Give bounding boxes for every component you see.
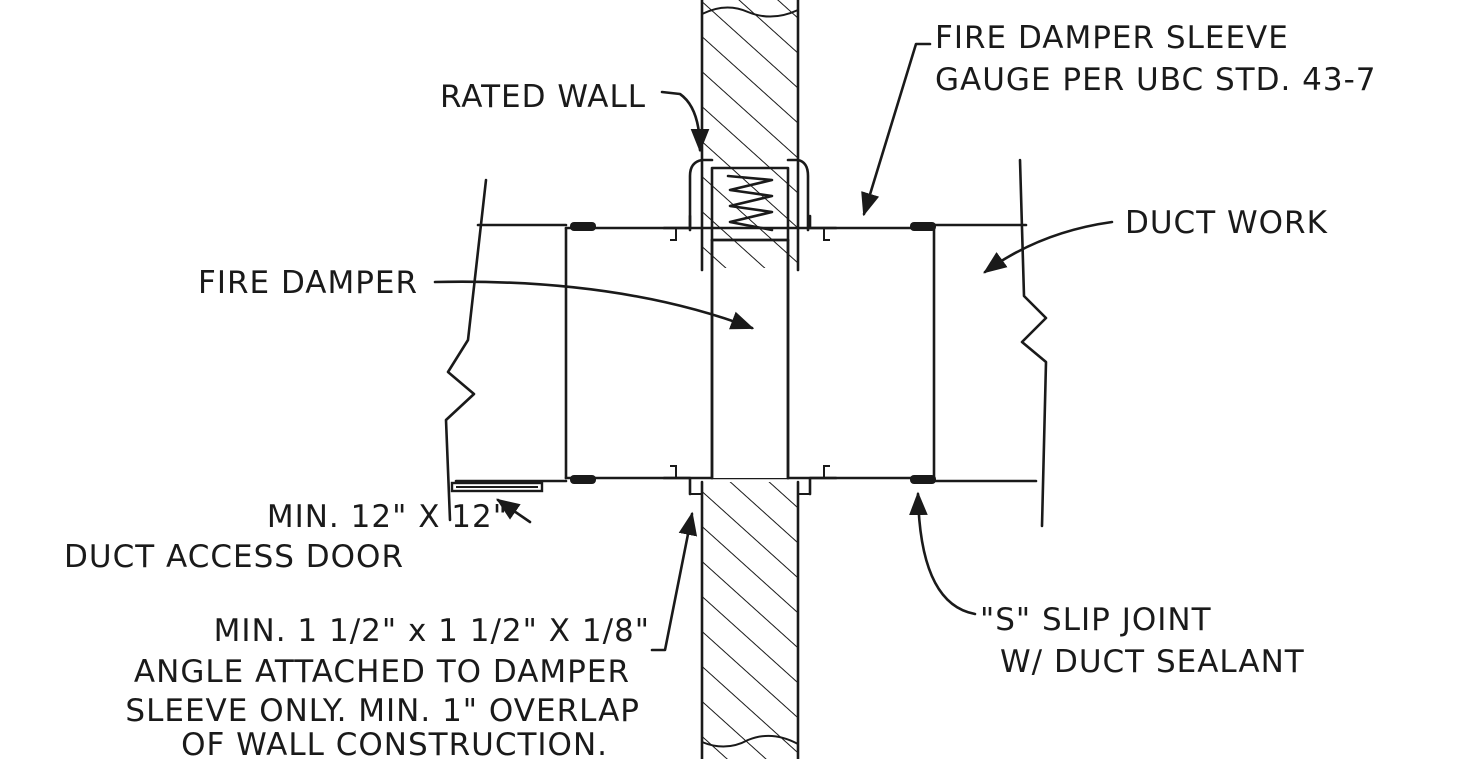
labels: RATED WALL FIRE DAMPER SLEEVE GAUGE PER …	[64, 20, 1377, 759]
label-access-door-line1: MIN. 12" X 12"	[267, 499, 508, 535]
fire-damper-body	[688, 158, 810, 480]
label-angle-line2: ANGLE ATTACHED TO DAMPER	[134, 654, 630, 690]
ductwork-right	[932, 158, 1048, 528]
label-slip-line1: "S" SLIP JOINT	[980, 602, 1212, 638]
label-angle-line4: OF WALL CONSTRUCTION.	[181, 727, 608, 759]
ductwork-left	[444, 178, 568, 522]
label-duct-work: DUCT WORK	[1125, 205, 1328, 241]
label-angle-line1: MIN. 1 1/2" x 1 1/2" X 1/8"	[214, 613, 650, 649]
label-fire-damper: FIRE DAMPER	[198, 265, 418, 301]
label-sleeve-line1: FIRE DAMPER SLEEVE	[935, 20, 1289, 56]
label-rated-wall: RATED WALL	[440, 79, 646, 115]
rated-wall-upper	[700, 0, 800, 272]
label-slip-line2: W/ DUCT SEALANT	[1000, 644, 1305, 680]
label-access-door-line2: DUCT ACCESS DOOR	[64, 539, 404, 575]
slip-joints	[570, 222, 936, 484]
label-sleeve-line2: GAUGE PER UBC STD. 43-7	[935, 62, 1377, 98]
retaining-angles	[662, 214, 838, 496]
rated-wall-lower	[700, 480, 800, 759]
access-door	[450, 481, 544, 493]
leader-lines	[433, 42, 1114, 652]
label-angle-line3: SLEEVE ONLY. MIN. 1" OVERLAP	[125, 693, 640, 729]
